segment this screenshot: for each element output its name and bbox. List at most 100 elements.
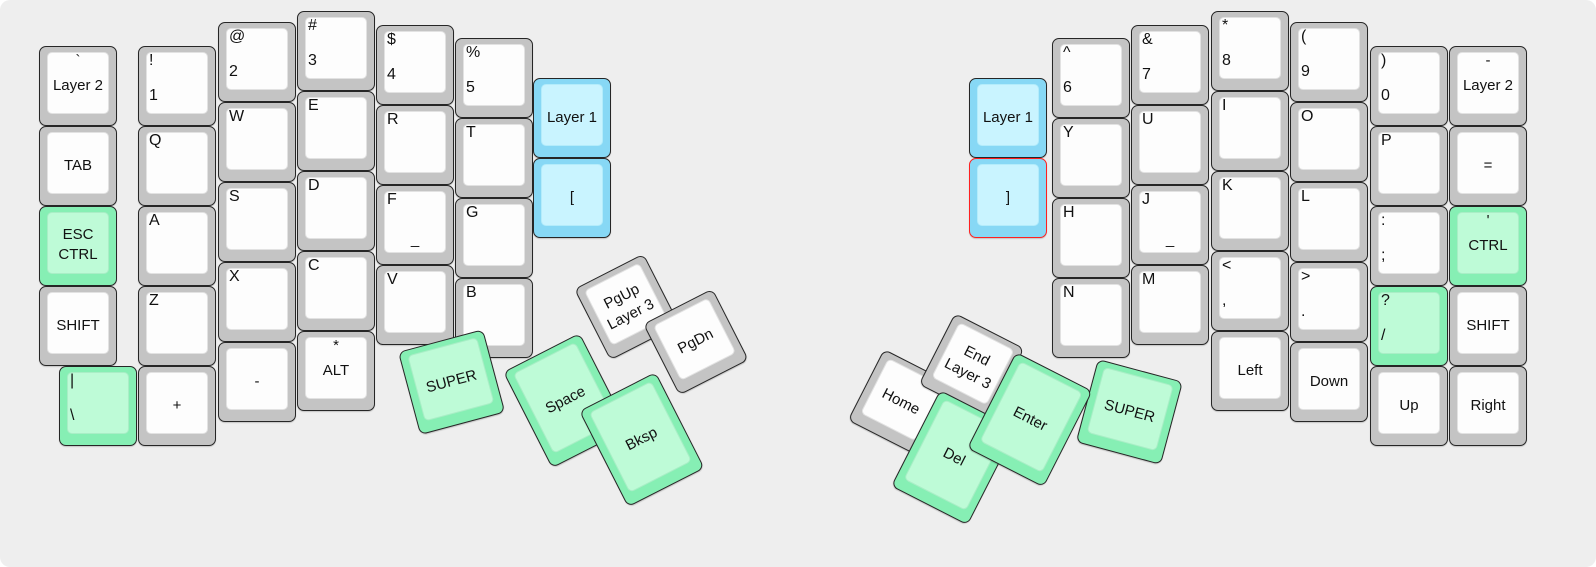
key-cap (977, 84, 1039, 146)
key-cap (305, 17, 367, 79)
key-r-c7-r4[interactable]: SHIFT (1449, 286, 1527, 366)
key-r-c7-r1[interactable]: -Layer 2 (1449, 46, 1527, 126)
key-cap (47, 132, 109, 194)
key-l-c1-r2[interactable]: TAB (39, 126, 117, 206)
key-cap (1060, 44, 1122, 106)
key-l-c2-r5[interactable]: + (138, 366, 216, 446)
key-l-c2-r2[interactable]: Q (138, 126, 216, 206)
key-l-c4-r3[interactable]: D (297, 171, 375, 251)
key-l-c6-r3[interactable]: G (455, 198, 533, 278)
key-cap (47, 52, 109, 114)
key-r-c5-r5[interactable]: Down (1290, 342, 1368, 422)
key-l-c4-r4[interactable]: C (297, 251, 375, 331)
key-r-c5-r2[interactable]: O (1290, 102, 1368, 182)
key-cap (226, 348, 288, 410)
key-cap (146, 372, 208, 434)
key-l-c4-r1[interactable]: #3 (297, 11, 375, 91)
key-cap (146, 52, 208, 114)
key-l-c5-r3[interactable]: F_ (376, 185, 454, 265)
key-r-c3-r3[interactable]: J_ (1131, 185, 1209, 265)
key-r-c7-r3[interactable]: 'CTRL (1449, 206, 1527, 286)
key-l-c5-r2[interactable]: R (376, 105, 454, 185)
key-cap (384, 31, 446, 93)
key-cap (1060, 204, 1122, 266)
key-cap (305, 337, 367, 399)
key-l-c3-r2[interactable]: W (218, 102, 296, 182)
key-r-c2-r4[interactable]: N (1052, 278, 1130, 358)
key-l-c5-r1[interactable]: $4 (376, 25, 454, 105)
key-r-c5-r4[interactable]: >. (1290, 262, 1368, 342)
key-cap (1086, 366, 1174, 452)
key-r-c5-r3[interactable]: L (1290, 182, 1368, 262)
key-r-c2-r2[interactable]: Y (1052, 118, 1130, 198)
key-r-c3-r1[interactable]: &7 (1131, 25, 1209, 105)
key-cap (67, 372, 129, 434)
key-cap (226, 108, 288, 170)
key-l-c4-r2[interactable]: E (297, 91, 375, 171)
key-cap (305, 97, 367, 159)
key-r-c2-r3[interactable]: H (1052, 198, 1130, 278)
key-cap (1298, 268, 1360, 330)
key-r-c7-r2[interactable]: = (1449, 126, 1527, 206)
key-r-c3-r4[interactable]: M (1131, 265, 1209, 345)
key-l-c7-r2[interactable]: [ (533, 158, 611, 238)
key-cap (1457, 52, 1519, 114)
key-r-c4-r3[interactable]: K (1211, 171, 1289, 251)
key-r-c1-r1[interactable]: Layer 1 (969, 78, 1047, 158)
key-l-c1-r1[interactable]: `Layer 2 (39, 46, 117, 126)
key-r-c4-r2[interactable]: I (1211, 91, 1289, 171)
key-cap (305, 257, 367, 319)
key-cap (1219, 257, 1281, 319)
key-l-c2-r4[interactable]: Z (138, 286, 216, 366)
key-l-c5-r4[interactable]: V (376, 265, 454, 345)
key-cap (1457, 372, 1519, 434)
key-l-c1-r5[interactable]: |\ (59, 366, 137, 446)
key-r-t-super[interactable]: SUPER (1075, 359, 1184, 465)
key-cap (463, 44, 525, 106)
key-r-c6-r4[interactable]: ?/ (1370, 286, 1448, 366)
key-cap (146, 292, 208, 354)
key-cap (1298, 28, 1360, 90)
key-r-c6-r3[interactable]: :; (1370, 206, 1448, 286)
key-cap (305, 177, 367, 239)
key-l-c3-r5[interactable]: - (218, 342, 296, 422)
key-cap (1139, 111, 1201, 173)
key-r-c4-r1[interactable]: *8 (1211, 11, 1289, 91)
key-cap (1298, 108, 1360, 170)
key-cap (1378, 52, 1440, 114)
key-cap (407, 337, 495, 422)
key-r-c4-r5[interactable]: Left (1211, 331, 1289, 411)
key-cap (1378, 292, 1440, 354)
key-l-c6-r1[interactable]: %5 (455, 38, 533, 118)
key-r-c6-r5[interactable]: Up (1370, 366, 1448, 446)
key-cap (1298, 188, 1360, 250)
key-r-c7-r5[interactable]: Right (1449, 366, 1527, 446)
key-l-c2-r3[interactable]: A (138, 206, 216, 286)
key-l-c3-r3[interactable]: S (218, 182, 296, 262)
key-l-c6-r2[interactable]: T (455, 118, 533, 198)
key-l-c2-r1[interactable]: !1 (138, 46, 216, 126)
key-r-c6-r1[interactable]: )0 (1370, 46, 1448, 126)
key-r-c2-r1[interactable]: ^6 (1052, 38, 1130, 118)
key-r-c5-r1[interactable]: (9 (1290, 22, 1368, 102)
key-cap (1060, 284, 1122, 346)
key-r-c4-r4[interactable]: <, (1211, 251, 1289, 331)
key-r-c3-r2[interactable]: U (1131, 105, 1209, 185)
key-l-c4-r5[interactable]: *ALT (297, 331, 375, 411)
key-l-c3-r1[interactable]: @2 (218, 22, 296, 102)
key-cap (1378, 132, 1440, 194)
key-r-c6-r2[interactable]: P (1370, 126, 1448, 206)
key-l-c1-r4[interactable]: SHIFT (39, 286, 117, 366)
key-l-c3-r4[interactable]: X (218, 262, 296, 342)
key-cap (1139, 271, 1201, 333)
key-cap (1298, 348, 1360, 410)
key-cap (1457, 212, 1519, 274)
key-cap (541, 84, 603, 146)
key-cap (1378, 372, 1440, 434)
key-l-c7-r1[interactable]: Layer 1 (533, 78, 611, 158)
key-r-c1-r2[interactable]: ] (969, 158, 1047, 238)
key-cap (226, 28, 288, 90)
key-cap (146, 212, 208, 274)
